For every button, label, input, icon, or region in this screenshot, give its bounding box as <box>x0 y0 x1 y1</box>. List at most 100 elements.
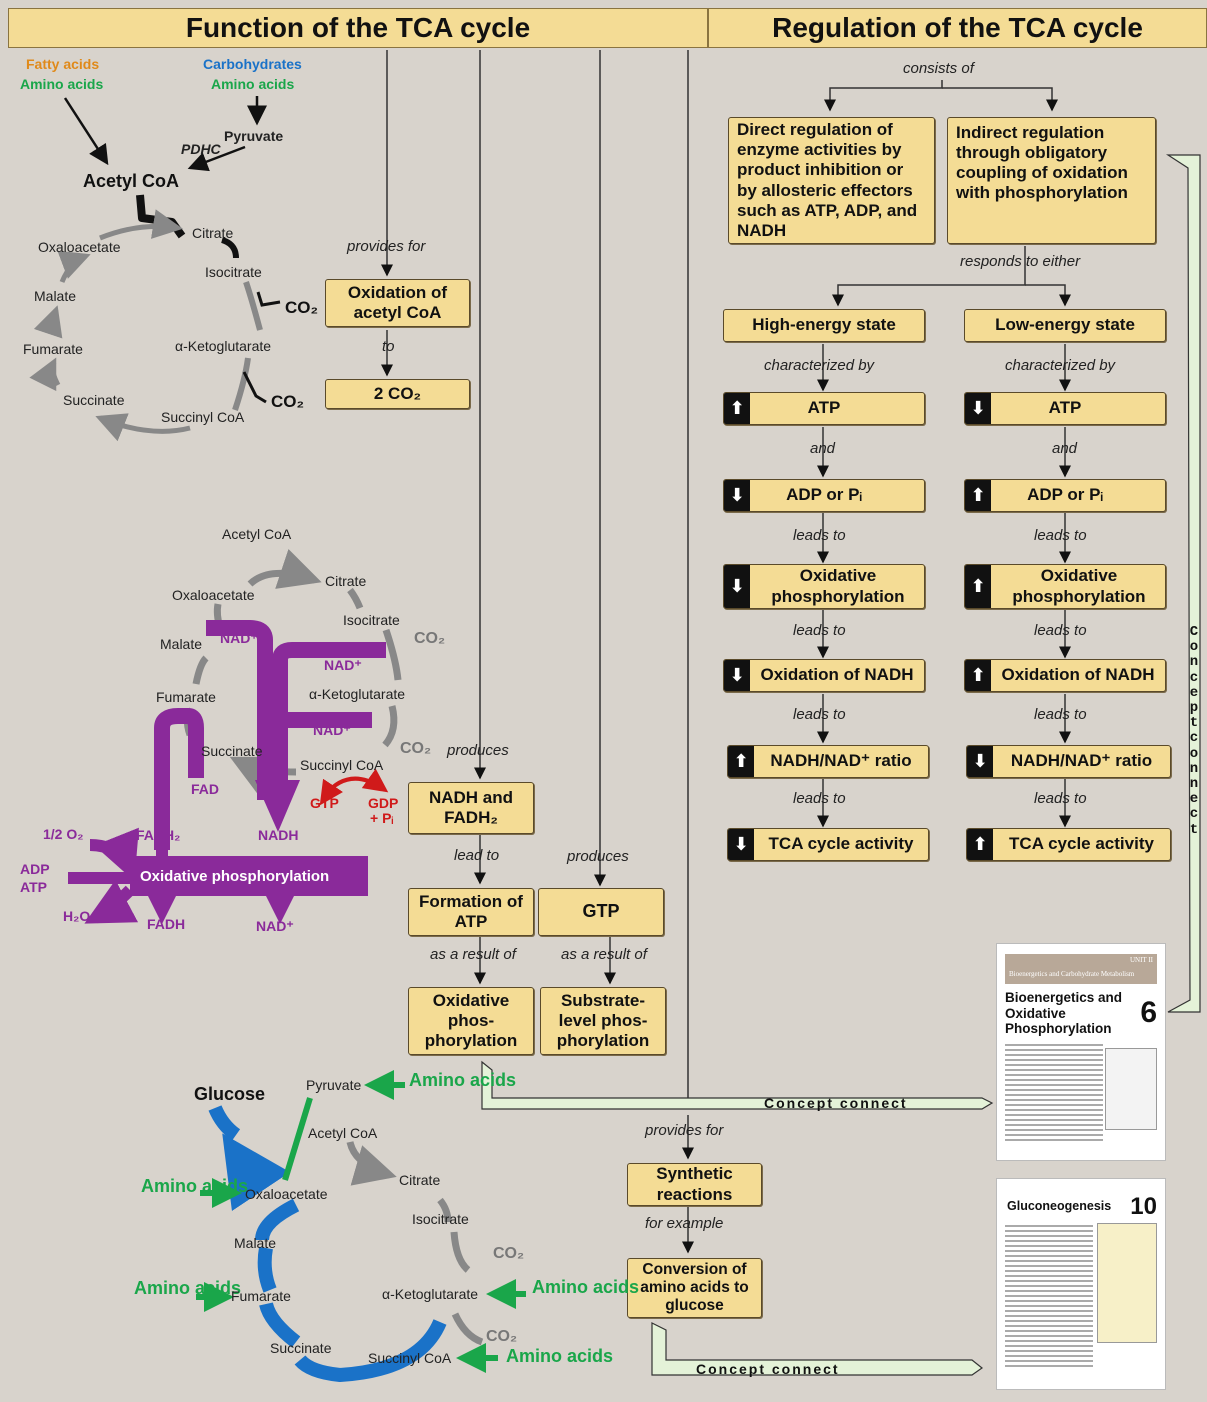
concept-connect-label[interactable]: Concept connect <box>696 1361 840 1377</box>
carbohydrates-label: Carbohydrates <box>203 56 302 72</box>
acetyl-coa-label: Acetyl CoA <box>222 526 292 542</box>
co2-label: CO₂ <box>271 392 305 411</box>
citrate-label: Citrate <box>399 1172 441 1188</box>
oxphos-label: Oxidative phosphorylation <box>771 566 905 606</box>
concept-connect-label[interactable]: Concept connect <box>764 1095 908 1111</box>
for-example-label: for example <box>645 1215 724 1232</box>
half-o2-label: 1/2 O₂ <box>43 826 84 842</box>
leads-to-label: leads to <box>793 790 846 807</box>
amino-acids-label: Amino acids <box>211 76 295 92</box>
nadh-ratio-label: NADH/NAD⁺ ratio <box>770 751 912 771</box>
malate-label: Malate <box>160 636 203 652</box>
acetyl-coa-label: Acetyl CoA <box>308 1125 378 1141</box>
to-label: to <box>382 338 395 355</box>
chapter-number: 6 <box>1140 996 1157 1029</box>
oxidation-nadh-label: Oxidation of NADH <box>1001 665 1155 685</box>
isocitrate-label: Isocitrate <box>412 1211 469 1227</box>
succinyl-coa-label: Succinyl CoA <box>300 757 384 773</box>
regulation-header: Regulation of the TCA cycle <box>708 8 1207 48</box>
adp-pi-label: ADP or Pᵢ <box>786 485 862 505</box>
atp-label: ATP <box>1048 398 1082 418</box>
produces-label: produces <box>447 742 509 759</box>
alpha-ketoglutarate-label: α-Ketoglutarate <box>175 338 272 354</box>
adp-pi-label: ADP or Pᵢ <box>1027 485 1103 505</box>
low-atp-box: ⬇ATP <box>964 392 1166 425</box>
chapter-card-gluconeogenesis[interactable]: Gluconeogenesis 10 <box>996 1178 1166 1390</box>
low-tca-activity-box: ⬆ TCA cycle activity <box>966 828 1171 861</box>
isocitrate-label: Isocitrate <box>205 264 262 280</box>
fumarate-label: Fumarate <box>231 1288 291 1304</box>
unit-subtitle: Bioenergetics and Carbohydrate Metabolis… <box>1009 970 1135 978</box>
amino-acids-label: Amino acids <box>506 1346 614 1366</box>
up-arrow-icon: ⬆ <box>967 829 993 860</box>
down-arrow-icon: ⬇ <box>724 660 750 691</box>
as-result-of-label: as a result of <box>430 946 516 963</box>
oxaloacetate-label: Oxaloacetate <box>172 587 255 603</box>
gdp-label: GDP <box>368 795 399 811</box>
fad-label: FAD <box>191 781 219 797</box>
down-arrow-icon: ⬇ <box>724 565 750 608</box>
fumarate-label: Fumarate <box>156 689 216 705</box>
leads-to-label: leads to <box>1034 790 1087 807</box>
oxaloacetate-label: Oxaloacetate <box>245 1186 328 1202</box>
tca-activity-label: TCA cycle activity <box>1009 834 1154 854</box>
nadh-label: NADH <box>258 827 299 843</box>
co2-label: CO₂ <box>486 1328 518 1345</box>
up-arrow-icon: ⬆ <box>965 480 991 511</box>
high-ratio-box: ⬆NADH/NAD⁺ ratio <box>727 745 929 778</box>
high-atp-box: ⬆ATP <box>723 392 925 425</box>
low-energy-state-box: Low-energy state <box>964 309 1166 342</box>
fatty-acids-label: Fatty acids <box>26 56 100 72</box>
tca-activity-label: TCA cycle activity <box>768 834 914 854</box>
leads-to-label: leads to <box>1034 706 1087 723</box>
down-arrow-icon: ⬇ <box>728 829 754 860</box>
low-oxphos-box: ⬆Oxidative phosphorylation <box>964 564 1166 609</box>
nad-label: NAD⁺ <box>313 722 351 738</box>
succinate-label: Succinate <box>201 743 263 759</box>
chapter-card-bioenergetics[interactable]: UNIT II Bioenergetics and Carbohydrate M… <box>996 943 1166 1161</box>
co2-label: CO₂ <box>400 740 432 757</box>
gtp-box: GTP <box>538 888 664 936</box>
characterized-by-label: characterized by <box>1005 357 1116 374</box>
citrate-label: Citrate <box>192 225 234 241</box>
pyruvate-label: Pyruvate <box>306 1077 362 1093</box>
and-label: and <box>1052 440 1078 457</box>
pdhc-label: PDHC <box>181 141 221 157</box>
oxidation-nadh-label: Oxidation of NADH <box>760 665 914 685</box>
isocitrate-label: Isocitrate <box>343 612 400 628</box>
provides-for-label: provides for <box>347 238 426 255</box>
fadh2-label: FADH₂ <box>136 827 181 843</box>
oxidation-acetyl-coa-box: Oxidation of acetyl CoA <box>325 279 470 327</box>
as-result-of-label: as a result of <box>561 946 647 963</box>
formation-atp-box: Formation of ATP <box>408 888 534 936</box>
nadh-ratio-label: NADH/NAD⁺ ratio <box>1010 751 1153 771</box>
low-adp-box: ⬆ ADP or Pᵢ <box>964 479 1166 512</box>
succinate-label: Succinate <box>270 1340 332 1356</box>
concept-connect-vertical-label[interactable]: Concept connect <box>1189 624 1199 838</box>
amino-acids-label: Amino acids <box>532 1277 640 1297</box>
pyruvate-label: Pyruvate <box>224 128 284 144</box>
pi-label: + Pᵢ <box>370 810 394 826</box>
card-text-lines <box>1005 1044 1103 1144</box>
amino-acids-label: Amino acids <box>134 1278 242 1298</box>
up-arrow-icon: ⬆ <box>965 660 991 691</box>
up-arrow-icon: ⬆ <box>724 393 750 424</box>
conversion-amino-acids-box: Conversion of amino acids to glucose <box>627 1258 762 1318</box>
up-arrow-icon: ⬆ <box>965 565 991 608</box>
fumarate-label: Fumarate <box>23 341 83 357</box>
alpha-ketoglutarate-label: α-Ketoglutarate <box>382 1286 479 1302</box>
card-text-lines <box>1005 1225 1093 1370</box>
leads-to-label: leads to <box>1034 622 1087 639</box>
low-ox-nadh-box: ⬆ Oxidation of NADH <box>964 659 1166 692</box>
oxidative-phosphorylation-box: Oxidative phos-phorylation <box>408 987 534 1055</box>
leads-to-label: leads to <box>793 622 846 639</box>
high-oxphos-box: ⬇ Oxidative phosphorylation <box>723 564 925 609</box>
gtp-label: GTP <box>310 795 339 811</box>
responds-to-either-label: responds to either <box>960 253 1081 270</box>
malate-label: Malate <box>234 1235 277 1251</box>
nadh-fadh2-box: NADH and FADH₂ <box>408 782 534 834</box>
h2o-label: H₂O <box>63 908 91 924</box>
succinyl-coa-label: Succinyl CoA <box>368 1350 452 1366</box>
high-ox-nadh-box: ⬇ Oxidation of NADH <box>723 659 925 692</box>
